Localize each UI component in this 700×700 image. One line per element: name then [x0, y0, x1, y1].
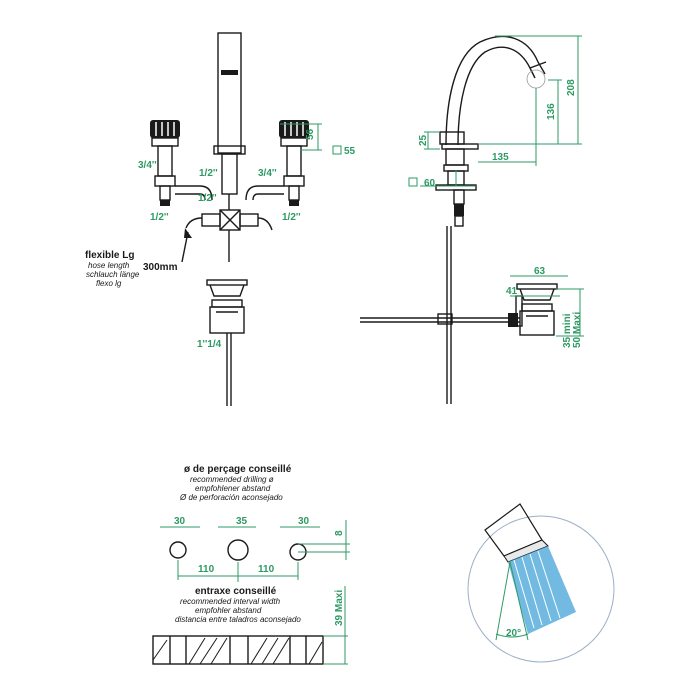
dim-55: 55: [344, 146, 356, 157]
dim-135: 135: [492, 152, 509, 163]
dim-136: 136: [546, 103, 557, 120]
dim-60: 60: [424, 178, 436, 189]
right-valve: [245, 120, 309, 206]
thread-center: 1/2'': [199, 168, 218, 179]
hose-en: hose length: [88, 261, 130, 270]
thread-right-inlet: 3/4'': [258, 168, 277, 179]
thread-center-bottom: 1/2'': [198, 193, 217, 204]
spout-arc-inner: [457, 46, 536, 146]
drill-hole-center: [227, 539, 249, 561]
hose-length: 300mm: [143, 262, 178, 273]
spout-body: [217, 32, 242, 154]
drill-diam-1: 30: [174, 516, 186, 527]
dim-63: 63: [534, 266, 546, 277]
interval-de: empfohler abstand: [195, 606, 262, 615]
drill-hole-left: [169, 541, 187, 559]
thread-left-outlet: 1/2'': [150, 212, 169, 223]
drill-diam-2: 35: [236, 516, 248, 527]
spout-shank: [221, 153, 238, 195]
interval-es: distancia entre taladros aconsejado: [175, 615, 301, 624]
spray-detail: [467, 503, 615, 663]
left-handle: [150, 120, 180, 138]
waste-thread: 1''1/4: [197, 339, 222, 350]
tee-connector: [185, 209, 273, 262]
side-view: [360, 35, 584, 404]
front-view: [150, 32, 342, 406]
drilling-title: ø de perçage conseillé: [184, 464, 292, 475]
drilling-es: Ø de perforación aconsejado: [179, 493, 283, 502]
dim-8: 8: [334, 530, 345, 536]
drill-diam-3: 30: [298, 516, 310, 527]
spacing-1: 110: [198, 564, 215, 575]
front-waste: [206, 279, 248, 406]
spout-aerator: [221, 70, 238, 75]
thread-right-outlet: 1/2'': [282, 212, 301, 223]
spray-angle: 20°: [506, 628, 521, 639]
dim-208: 208: [566, 79, 577, 96]
dim-41: 41: [506, 286, 518, 297]
dim-25: 25: [418, 134, 429, 146]
dim-50-maxi: 50 Maxi: [572, 312, 583, 348]
hose-title: flexible Lg: [85, 250, 134, 261]
spout-arc-outer: [445, 35, 546, 146]
drill-holes: [160, 520, 350, 582]
hose-es: flexo lg: [96, 279, 122, 288]
dim-39-maxi: 39 Maxi: [334, 590, 345, 626]
drilling-de: empfohlener abstand: [195, 484, 271, 493]
interval-title: entraxe conseillé: [195, 586, 277, 597]
countertop-section: [152, 586, 348, 665]
left-valve: [150, 120, 213, 206]
dim-56: 56: [305, 128, 316, 140]
drilling-en: recommended drilling ø: [190, 475, 274, 484]
spacing-2: 110: [258, 564, 275, 575]
interval-en: recommended interval width: [180, 597, 281, 606]
hose-de: schlauch länge: [86, 270, 140, 279]
thread-left-inlet: 3/4'': [138, 160, 157, 171]
dim-35-mini: 35 mini: [562, 313, 573, 348]
